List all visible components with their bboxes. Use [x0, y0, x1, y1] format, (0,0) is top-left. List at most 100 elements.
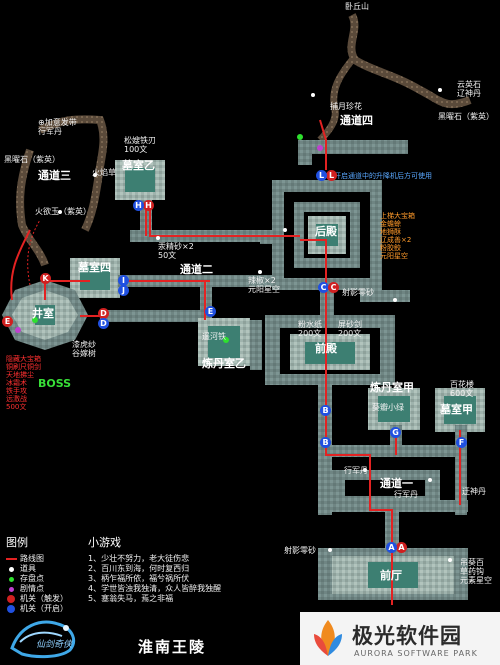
cave-tunnel-top [347, 13, 472, 109]
corridor-top [298, 140, 408, 154]
item-shuigui: 粉水纸 200文 [298, 320, 322, 338]
legend-row-save: 存盘点 [6, 574, 86, 584]
map-title: 淮南王陵 [138, 638, 207, 656]
passage-note: 开启通道中的升降机后方可使用 [334, 172, 432, 180]
marker-e: E [2, 316, 13, 327]
item-aristolochia: ⊕加意发带 行军丹 [38, 118, 77, 136]
item-cinnabar: 汞精砂×2 50文 [158, 242, 194, 260]
minigame-title: 小游戏 [88, 536, 121, 549]
cave-tunnel-top2 [317, 57, 355, 143]
item-shadow-ring: 射影零砂 [284, 546, 316, 555]
legend-row-open: 机关（开启） [6, 604, 86, 614]
back-hall-label: 后殿 [315, 225, 337, 238]
marker-i: I [118, 275, 129, 286]
item-pingli: 屏砂剑 200文 [338, 320, 362, 338]
item-zhongji: 遥河铁 [202, 332, 226, 341]
item-dot-2 [438, 88, 442, 92]
marker-d-2: D [98, 318, 109, 329]
item-dot-10 [448, 558, 452, 562]
passage-3-label: 通道三 [38, 169, 71, 182]
minigame-row-2: 2、百川东到海，何时复西归 [88, 564, 190, 573]
corridor-top-vert [298, 140, 312, 165]
legend-row-trigger: 机关（触发） [6, 594, 86, 604]
watermark: 极光软件园 AURORA SOFTWARE PARK [300, 612, 500, 665]
item-dot-8 [428, 478, 432, 482]
item-moonflower: 捕月珍花 [330, 102, 362, 111]
marker-e-2: E [205, 306, 216, 317]
dragon-logo-icon [10, 620, 75, 659]
marker-k: K [40, 273, 51, 284]
item-dot-6 [393, 298, 397, 302]
marker-b-2: B [320, 437, 331, 448]
item-dot-1 [311, 93, 315, 97]
cave-tunnel-left [38, 115, 108, 232]
save-point-1 [297, 134, 303, 140]
item-xingjun: 行军丹 [344, 466, 368, 475]
marker-c: C [318, 282, 329, 293]
plot-point-1 [317, 145, 323, 151]
marker-h-2: H [133, 200, 144, 211]
item-huoyuan: 火焰草 [92, 168, 116, 177]
passage-4-label: 通道四 [340, 114, 373, 127]
tomb-room-2-label: 墓室乙 [122, 159, 155, 172]
item-box-well: 隐藏大宝箱 铜刷尺铜剑 天地拂尘 冰霜术 铁手攻 远激战 500文 [6, 355, 41, 411]
item-xingjun-2: 行军丹 [394, 490, 418, 499]
marker-l: L [326, 170, 337, 181]
item-huanying: 迂神丹 [462, 487, 486, 496]
item-dot-4 [156, 236, 160, 240]
legend-row-route: 路线图 [6, 554, 86, 564]
item-blackred: 百花楼 600文 [450, 380, 474, 398]
aurora-logo-icon [314, 620, 342, 656]
tomb-room-3-label: 墓室甲 [440, 403, 473, 416]
item-dot-9 [328, 548, 332, 552]
minigame-row-4: 4、学世皆浊我独清，众人皆醉我独醒 [88, 584, 222, 593]
item-dot-7 [363, 468, 367, 472]
item-yuzhu: 松嫂铁刃 100文 [124, 136, 156, 154]
item-heiyaoshi-2: 黑曜石（紫英） [438, 112, 494, 121]
tomb-room-4-label: 墓室四 [78, 261, 111, 274]
vestibule-label: 前厅 [380, 569, 402, 582]
game-logo: 仙剑奇侠 [6, 612, 84, 660]
marker-b: B [320, 405, 331, 416]
minigame-row-5: 5、塞翁失马，焉之非福 [88, 594, 174, 603]
refine-room-1-label: 炼丹室甲 [370, 381, 414, 394]
item-sunflower: 葵瓣小绿 [372, 403, 404, 412]
save-point-2 [223, 337, 229, 343]
save-point-3 [32, 317, 38, 323]
legend-row-item: 道具 [6, 564, 86, 574]
item-dot-11 [93, 173, 97, 177]
watermark-cn: 极光软件园 [352, 624, 462, 648]
item-dot-3 [283, 228, 287, 232]
marker-d: D [98, 308, 109, 319]
item-jaw: 吊葵百 草药钩 元素星空 [460, 558, 492, 585]
marker-f: F [456, 437, 467, 448]
item-yunying: 云英石 辽神丹 [457, 80, 481, 98]
item-dot-5 [258, 270, 262, 274]
marker-a: A [396, 542, 407, 553]
cave-tunnel-left2 [16, 148, 49, 267]
legend-title: 图例 [6, 536, 28, 549]
watermark-en: AURORA SOFTWARE PARK [354, 649, 478, 658]
minigame-panel: 小游戏 1、少壮不努力，老大徒伤悲 2、百川东到海，何时复西归 3、柄乍福所依，… [88, 534, 288, 604]
item-shelijiu: 射影零砂 [342, 288, 374, 297]
item-jade-back: 上梯大宝箱 金蟾蜍 地狮酥 辽成善×2 粉胶鲛 元阳星空 [380, 212, 415, 260]
refine-room-2-label: 炼丹室乙 [202, 357, 246, 370]
item-jiangyuan: 辣椒×2 元阳星空 [248, 276, 280, 294]
passage-1-label: 通道一 [380, 477, 413, 490]
route-path-cave [27, 219, 41, 286]
front-hall-label: 前殿 [315, 342, 337, 355]
marker-g: G [390, 427, 401, 438]
marker-l-2: L [316, 170, 327, 181]
marker-j: J [118, 285, 129, 296]
minigame-row-3: 3、柄乍福所依，福兮祸所伏 [88, 574, 190, 583]
item-heiyaoshi: 黑曜石（紫英） [4, 155, 60, 164]
marker-h: H [143, 200, 154, 211]
marker-c-2: C [328, 282, 339, 293]
item-dot-12 [58, 210, 62, 214]
plot-point-2 [15, 327, 21, 333]
legend-row-plot: 剧情点 [6, 584, 86, 594]
game-logo-text: 仙剑奇侠 [36, 640, 73, 650]
mountain-label: 卧丘山 [345, 2, 369, 11]
boss-label: BOSS [38, 377, 72, 390]
